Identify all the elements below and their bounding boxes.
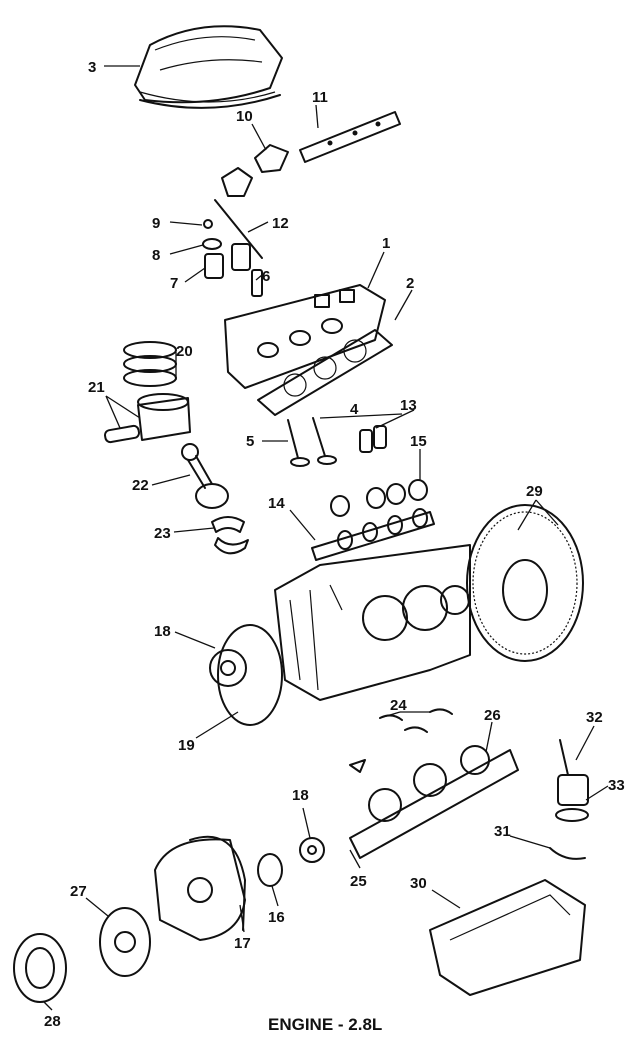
rocker-arm-lower xyxy=(221,167,253,197)
callout-20: 20 xyxy=(176,343,193,360)
cam-bearings xyxy=(330,479,428,517)
callout-23: 23 xyxy=(154,525,171,542)
lifters xyxy=(359,425,387,453)
leader-lines xyxy=(43,65,609,1011)
main-bearings xyxy=(349,708,453,773)
callout-9: 9 xyxy=(152,215,160,232)
callout-31: 31 xyxy=(494,823,511,840)
crank-sprocket xyxy=(299,837,325,863)
callout-18-top: 18 xyxy=(154,623,171,640)
callout-3: 3 xyxy=(88,59,96,76)
callout-33: 33 xyxy=(608,777,625,794)
callout-22: 22 xyxy=(132,477,149,494)
callout-21: 21 xyxy=(88,379,105,396)
connecting-rod xyxy=(181,443,229,509)
crankshaft xyxy=(349,745,519,859)
oil-pump xyxy=(555,739,589,822)
callout-19: 19 xyxy=(178,737,195,754)
camshaft xyxy=(311,508,435,561)
callout-12: 12 xyxy=(272,215,289,232)
callout-10: 10 xyxy=(236,108,253,125)
diagram-title: ENGINE - 2.8L xyxy=(268,1015,382,1034)
rear-seal xyxy=(549,847,586,860)
callout-29: 29 xyxy=(526,483,543,500)
crank-pulley xyxy=(99,907,151,977)
engine-block xyxy=(274,544,471,701)
callout-15: 15 xyxy=(410,433,427,450)
callout-6: 6 xyxy=(262,268,270,285)
callout-32: 32 xyxy=(586,709,603,726)
pushrod xyxy=(214,199,263,259)
harmonic-balancer xyxy=(13,933,67,1003)
callout-27: 27 xyxy=(70,883,87,900)
valve-spring-parts xyxy=(202,219,263,297)
oil-pan xyxy=(429,879,586,996)
callout-2: 2 xyxy=(406,275,414,292)
callout-4: 4 xyxy=(350,401,359,418)
callout-7: 7 xyxy=(170,275,178,292)
rocker-shaft xyxy=(299,111,401,163)
callout-26: 26 xyxy=(484,707,501,724)
timing-set xyxy=(209,624,283,726)
timing-cover xyxy=(154,835,246,941)
piston-rings xyxy=(123,341,177,387)
callout-11: 11 xyxy=(312,89,328,106)
callout-25: 25 xyxy=(350,873,367,890)
callout-14: 14 xyxy=(268,495,285,512)
head-gasket xyxy=(257,329,393,416)
callout-8: 8 xyxy=(152,247,160,264)
callout-24: 24 xyxy=(390,697,407,714)
callouts: 3 11 10 9 12 8 7 6 1 2 20 21 4 13 5 15 2… xyxy=(44,59,625,1030)
callout-30: 30 xyxy=(410,875,427,892)
callout-16: 16 xyxy=(268,909,285,926)
piston xyxy=(104,393,191,444)
flywheel xyxy=(466,504,584,662)
callout-13: 13 xyxy=(400,397,417,414)
front-seal xyxy=(257,853,283,887)
callout-28: 28 xyxy=(44,1013,61,1030)
rod-bearings xyxy=(211,516,249,555)
callout-17: 17 xyxy=(234,935,251,952)
callout-18-bottom: 18 xyxy=(292,787,309,804)
callout-1: 1 xyxy=(382,235,390,252)
valves xyxy=(287,417,337,467)
valve-cover xyxy=(134,25,283,109)
cylinder-head xyxy=(224,284,386,389)
rocker-arm xyxy=(254,144,289,173)
callout-5: 5 xyxy=(246,433,254,450)
